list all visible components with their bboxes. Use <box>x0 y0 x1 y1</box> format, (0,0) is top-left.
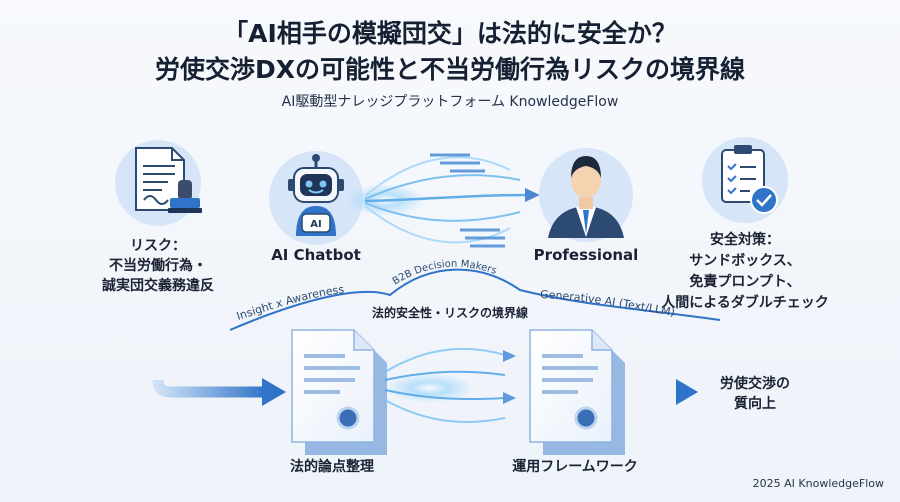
wave-label-left-text: Insight x Awareness <box>235 283 345 323</box>
boundary-center-label: 法的安全性・リスクの境界線 <box>371 306 528 320</box>
risk-label-line3: 誠実団交義務違反 <box>102 278 214 294</box>
safety-label-line3: 免責プロンプト、 <box>689 274 801 290</box>
safety-label-line1: 安全対策： <box>710 232 780 248</box>
risk-label-line1: リスク： <box>130 238 186 254</box>
professional-person-icon <box>539 148 633 242</box>
framework-document-label: 運用フレームワーク <box>512 459 638 475</box>
professional-label: Professional <box>533 246 639 264</box>
safety-label-line2: サンドボックス、 <box>689 253 801 269</box>
subtitle: AI駆動型ナレッジプラットフォーム KnowledgeFlow <box>281 94 619 110</box>
chatbot-ai-badge: AI <box>310 219 321 230</box>
light-stream-arrows <box>345 153 540 248</box>
framework-document-icon <box>529 329 625 455</box>
chatbot-label: AI Chatbot <box>271 246 361 264</box>
outcome-label: 労使交渉の 質向上 <box>700 374 810 414</box>
outcome-arrow <box>640 379 698 405</box>
document-flow-streams <box>384 347 516 423</box>
risk-label: リスク： 不当労働行為・ 誠実団交義務違反 <box>78 236 238 296</box>
robot-icon <box>269 151 363 245</box>
risk-to-document-arrow <box>152 318 286 406</box>
legal-document-label: 法的論点整理 <box>290 459 374 475</box>
checklist-shield-icon <box>702 137 788 223</box>
wave-label-left: Insight x Awareness <box>235 283 345 323</box>
title-line-2: 労使交渉DXの可能性と不当労働行為リスクの境界線 <box>154 55 746 84</box>
outcome-label-line1: 労使交渉の <box>720 376 790 392</box>
title-line-1: 「AI相手の模擬団交」は法的に安全か？ <box>223 19 677 48</box>
risk-label-line2: 不当労働行為・ <box>109 258 207 274</box>
legal-document-icon <box>291 329 387 455</box>
safety-label: 安全対策： サンドボックス、 免責プロンプト、 人間によるダブルチェック <box>650 230 840 314</box>
boundary-wave-line <box>229 268 721 331</box>
outcome-label-line2: 質向上 <box>734 396 776 412</box>
safety-label-line4: 人間によるダブルチェック <box>661 295 829 311</box>
risk-document-stamp-icon <box>115 140 202 226</box>
copyright-footer: 2025 AI KnowledgeFlow <box>752 477 884 490</box>
